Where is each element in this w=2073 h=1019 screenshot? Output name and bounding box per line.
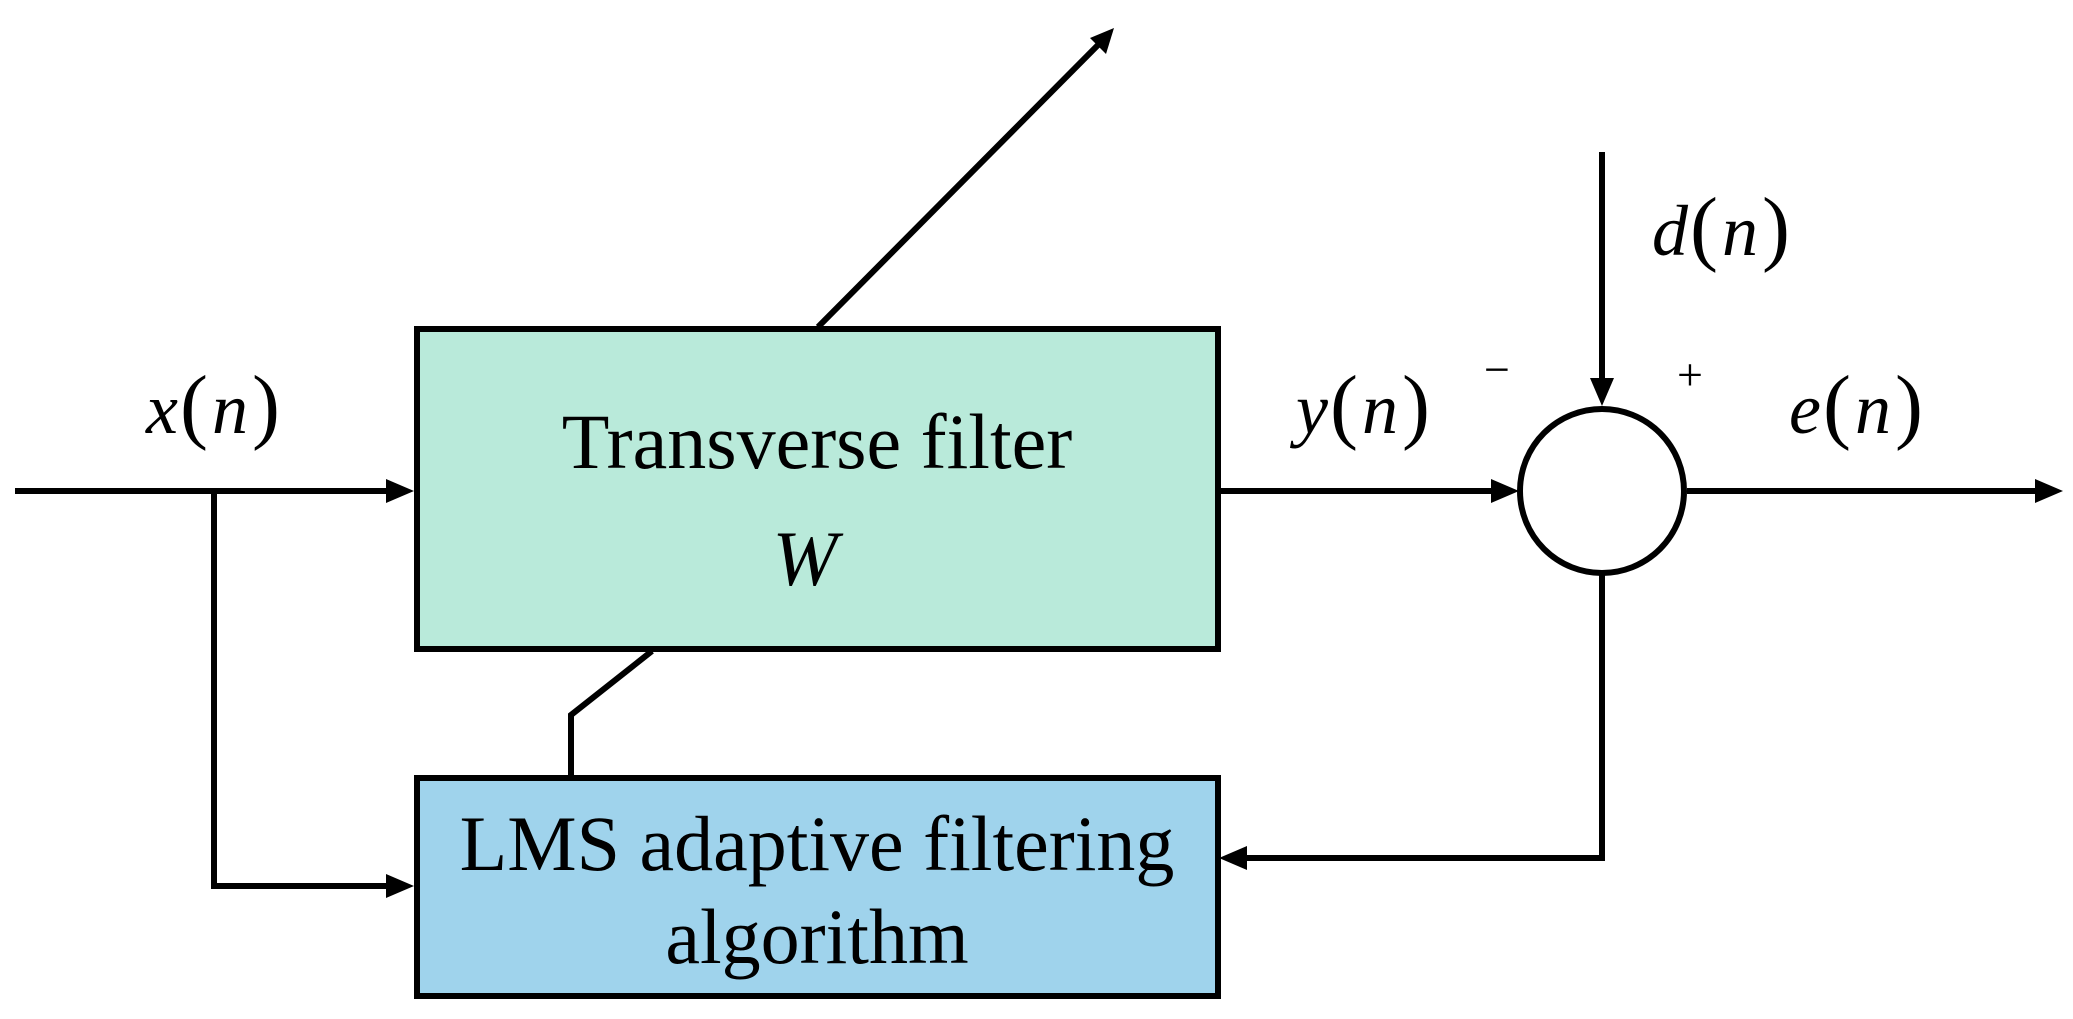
desired-signal-label: d(n) xyxy=(1652,181,1790,274)
input-signal-label: x(n) xyxy=(145,359,280,452)
filter-output-var: y xyxy=(1289,369,1328,449)
filter-output-label: y(n) xyxy=(1289,359,1430,452)
desired-signal-arg: n xyxy=(1722,191,1758,271)
input-signal-open-paren: ( xyxy=(180,359,208,452)
input-arrowhead xyxy=(386,479,414,503)
transverse-filter-symbol: W xyxy=(773,515,844,602)
lms-input-arrowhead xyxy=(386,874,414,898)
plus-sign: + xyxy=(1677,349,1703,400)
input-signal-arg: n xyxy=(212,369,248,449)
input-signal-close-paren: ) xyxy=(252,359,280,452)
transverse-filter-block xyxy=(414,326,1221,652)
input-branch-wire xyxy=(211,491,392,889)
lms-block-line2: algorithm xyxy=(665,893,968,980)
desired-signal-open-paren: ( xyxy=(1690,181,1718,274)
error-signal-var: e xyxy=(1789,369,1821,449)
filter-output-arg: n xyxy=(1362,369,1398,449)
desired-arrowhead xyxy=(1590,378,1614,406)
desired-signal-var: d xyxy=(1652,191,1689,271)
filter-output-close-paren: ) xyxy=(1402,359,1430,452)
minus-sign: − xyxy=(1484,344,1510,395)
filter-output-open-paren: ( xyxy=(1330,359,1358,452)
filter-output-arrowhead xyxy=(1491,479,1519,503)
error-signal-close-paren: ) xyxy=(1895,359,1923,452)
error-feedback-arrowhead xyxy=(1219,846,1247,870)
error-output-arrowhead xyxy=(2035,479,2063,503)
summing-junction xyxy=(1517,406,1687,576)
input-signal-var: x xyxy=(145,369,178,449)
adaptation-arrowhead xyxy=(1090,28,1114,54)
weight-update-wire xyxy=(568,648,654,776)
desired-signal-close-paren: ) xyxy=(1762,181,1790,274)
error-signal-label: e(n) xyxy=(1789,359,1923,452)
adaptation-arrow-line xyxy=(815,42,1101,330)
lms-algorithm-block xyxy=(414,775,1221,999)
error-feedback-wire xyxy=(1242,575,1605,861)
error-signal-arg: n xyxy=(1855,369,1891,449)
transverse-filter-title: Transverse filter xyxy=(562,398,1073,485)
error-signal-open-paren: ( xyxy=(1823,359,1851,452)
lms-block-line1: LMS adaptive filtering xyxy=(460,800,1175,887)
